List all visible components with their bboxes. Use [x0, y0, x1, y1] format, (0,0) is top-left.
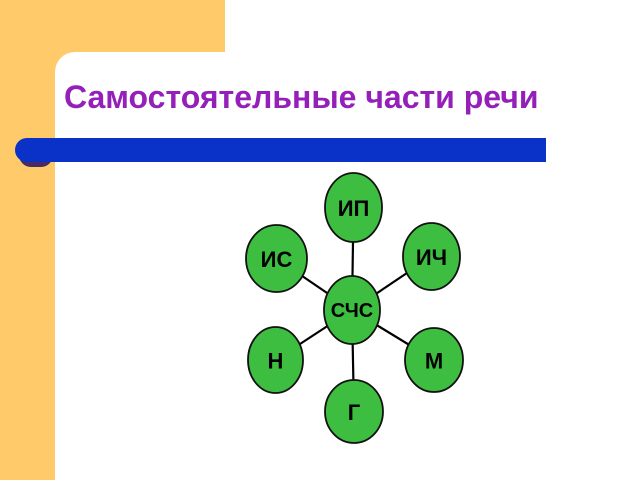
node-ip: ИП [324, 172, 383, 243]
page-title: Самостоятельные части речи [64, 79, 539, 115]
title-divider-bar [15, 138, 546, 162]
node-g: Г [324, 379, 384, 444]
node-label: ИС [261, 247, 293, 272]
node-label: М [425, 349, 443, 374]
node-label: Г [348, 400, 361, 425]
node-label: ИЧ [416, 245, 447, 270]
node-m: М [404, 327, 464, 393]
node-label: ИП [338, 196, 370, 221]
node-ich: ИЧ [402, 222, 461, 291]
node-label: Н [268, 349, 284, 374]
node-n: Н [247, 326, 304, 394]
node-is: ИС [245, 224, 308, 293]
node-schs-center: СЧС [323, 275, 381, 345]
node-label: СЧС [331, 300, 373, 322]
